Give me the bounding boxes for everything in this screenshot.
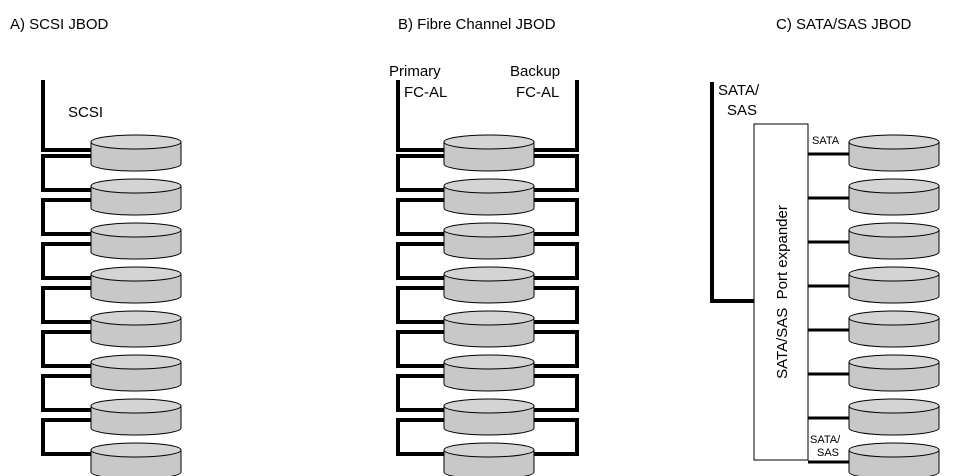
fc-disk-stack [443,134,535,476]
fc-primary-loop-link [396,242,444,280]
fc-primary-loop-link [396,286,444,324]
scsi-chain-link [41,286,91,324]
disk-drive-icon [90,442,182,476]
fc-jbod-panel: Primary FC-AL Backup FC-AL [389,63,579,476]
sata-sas-jbod-panel: SATA/ SAS SATA/SAS Port expander SATA SA… [710,82,940,476]
fc-panel-title: B) Fibre Channel JBOD [398,16,556,33]
fc-primary-loop-link [396,374,444,412]
scsi-disk-stack [90,134,182,476]
fc-primary-label-line1: Primary [389,63,441,80]
port-expander-box [753,123,809,461]
fc-primary-loop-link [396,418,444,456]
fc-primary-loop-link [396,198,444,236]
fc-backup-loop-link [534,286,579,324]
scsi-chain-link [41,330,91,368]
disk-drive-icon [443,134,535,172]
fc-backup-loop-link [534,418,579,456]
disk-drive-icon [443,398,535,436]
fc-al-loop-cables [396,80,579,456]
scsi-daisy-chain-cable [41,80,91,456]
scsi-chain-link [41,374,91,412]
fc-backup-host-cable [534,80,579,152]
disk-drive-icon [90,266,182,304]
sata-top-link-label: SATA [812,135,840,147]
fc-backup-loop-link [534,198,579,236]
sata-point-to-point-links [808,152,849,464]
fc-backup-loop-link [534,374,579,412]
scsi-chain-link [41,242,91,280]
fc-backup-loop-link [534,154,579,192]
disk-drive-icon [848,354,940,392]
disk-drive-icon [848,178,940,216]
disk-drive-icon [90,134,182,172]
sata-bus-label-line2: SAS [727,102,757,119]
scsi-panel-title: A) SCSI JBOD [10,16,109,33]
disk-drive-icon [443,310,535,348]
disk-drive-icon [90,222,182,260]
disk-drive-icon [443,222,535,260]
disk-drive-icon [848,134,940,172]
fc-backup-loop-link [534,242,579,280]
fc-primary-host-cable [396,80,444,152]
sata-bus-label-line1: SATA/ [718,82,760,99]
disk-drive-icon [848,398,940,436]
fc-primary-loop-link [396,330,444,368]
sata-host-link [710,82,754,303]
disk-drive-icon [90,354,182,392]
fc-primary-label-line2: FC-AL [404,84,447,101]
sata-bottom-link-label-line2: SAS [817,447,839,459]
disk-drive-icon [848,222,940,260]
fc-backup-label-line1: Backup [510,63,560,80]
scsi-chain-link [41,418,91,456]
fc-backup-label-line2: FC-AL [516,84,559,101]
scsi-bus-label: SCSI [68,104,103,121]
sata-panel-title: C) SATA/SAS JBOD [776,16,911,33]
disk-drive-icon [90,310,182,348]
disk-drive-icon [848,442,940,476]
disk-drive-icon [848,266,940,304]
disk-drive-icon [443,178,535,216]
port-expander-label: SATA/SAS Port expander [774,205,791,379]
disk-drive-icon [443,442,535,476]
disk-drive-icon [848,310,940,348]
scsi-chain-link [41,198,91,236]
disk-drive-icon [443,266,535,304]
scsi-jbod-panel: SCSI [41,80,182,476]
sata-bottom-link-label-line1: SATA/ [810,434,841,446]
disk-drive-icon [443,354,535,392]
scsi-host-cable [41,80,91,152]
disk-drive-icon [90,178,182,216]
disk-drive-icon [90,398,182,436]
sata-disk-stack [848,134,940,476]
fc-backup-loop-link [534,330,579,368]
scsi-chain-link [41,154,91,192]
fc-primary-loop-link [396,154,444,192]
